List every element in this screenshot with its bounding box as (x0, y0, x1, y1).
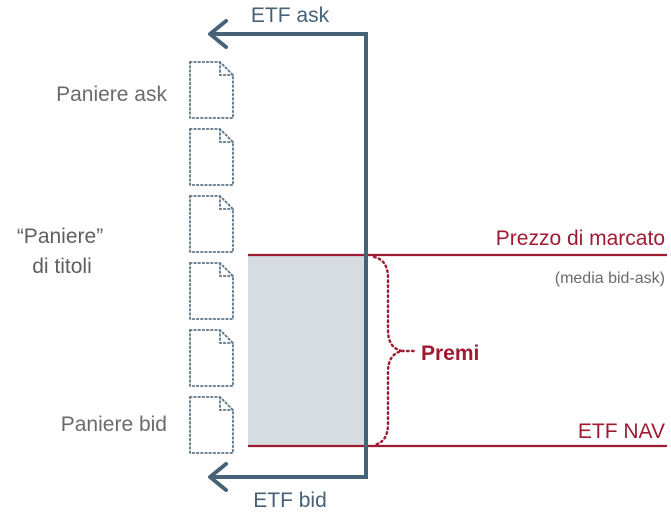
market-price-label: Prezzo di marcato (496, 227, 665, 250)
document-outline-icon (189, 262, 234, 320)
bid-ask-average-label: (media bid-ask) (555, 270, 665, 287)
document-outline-icon (189, 396, 234, 454)
etf-nav-label: ETF NAV (578, 420, 665, 443)
document-outline-icon (189, 128, 234, 186)
etf-bid-arrowhead (208, 462, 228, 492)
premium-label: Premi (421, 342, 479, 365)
etf-bid-label: ETF bid (253, 489, 327, 512)
etf-ask-label: ETF ask (251, 4, 330, 27)
paniere-bid-label: Paniere bid (61, 413, 167, 436)
paniere-titoli-label-line1: “Paniere” (17, 225, 103, 248)
paniere-ask-label: Paniere ask (56, 83, 167, 106)
document-outline-icon (189, 329, 234, 387)
curly-brace-icon (372, 255, 403, 447)
document-outline-icon (189, 195, 234, 253)
etf-ask-bid-path (213, 32, 368, 479)
document-outline-icon (189, 61, 234, 119)
left-arrow-icon (208, 19, 368, 492)
etf-ask-arrowhead (208, 19, 228, 49)
paniere-titoli-label-line2: di titoli (32, 255, 92, 278)
premium-shaded-area (248, 255, 366, 446)
